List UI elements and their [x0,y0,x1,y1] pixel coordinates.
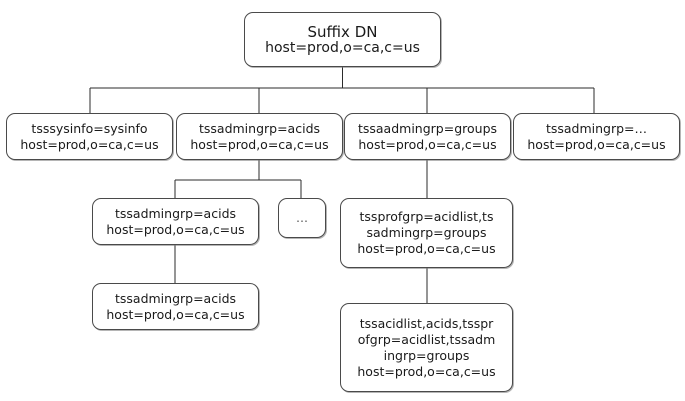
node-line-1: Suffix DN [307,22,378,41]
node-line-1: tssadmingrp=acids [198,120,321,136]
node-tssaadmingrp-groups[interactable]: tssaadmingrp=groups host=prod,o=ca,c=us [344,113,511,160]
node-line-2: host=prod,o=ca,c=us [358,136,497,152]
node-line-1: tssadmingrp=acids [114,205,237,221]
node-line-1: tssadmingrp=… [545,120,648,136]
node-tsssysinfo[interactable]: tsssysinfo=sysinfo host=prod,o=ca,c=us [6,113,173,160]
node-tssadmingrp-more[interactable]: tssadmingrp=… host=prod,o=ca,c=us [513,113,680,160]
node-line-1: tssacidlist,acids,tsspr [359,315,494,331]
node-tssprofgrp-acidlist[interactable]: tssprofgrp=acidlist,ts sadmingrp=groups … [340,198,513,268]
node-line-3: ingrp=groups [383,347,470,363]
node-line-2: sadmingrp=groups [366,225,487,240]
node-line-3: host=prod,o=ca,c=us [357,241,496,256]
node-line-2: host=prod,o=ca,c=us [106,221,245,237]
node-tssacidlist-acids[interactable]: tssacidlist,acids,tsspr ofgrp=acidlist,t… [340,303,513,392]
node-line-1: … [296,211,308,225]
node-tssadmingrp-acids[interactable]: tssadmingrp=acids host=prod,o=ca,c=us [176,113,343,160]
node-line-2: ofgrp=acidlist,tssadm [357,331,496,347]
node-line-2: host=prod,o=ca,c=us [527,136,666,152]
node-line-4: host=prod,o=ca,c=us [357,363,496,379]
node-line-1: tssprofgrp=acidlist,ts [359,209,494,224]
node-suffix-dn[interactable]: Suffix DN host=prod,o=ca,c=us [244,12,441,67]
node-line-2: host=prod,o=ca,c=us [190,136,329,152]
node-line-1: tssadmingrp=acids [114,290,237,306]
node-line-2: host=prod,o=ca,c=us [106,306,245,322]
node-line-1: tsssysinfo=sysinfo [31,120,148,136]
node-tssadmingrp-acids-child[interactable]: tssadmingrp=acids host=prod,o=ca,c=us [92,198,259,245]
node-line-1: tssaadmingrp=groups [357,120,498,136]
node-ellipsis[interactable]: … [278,198,326,238]
node-tssadmingrp-acids-grandchild[interactable]: tssadmingrp=acids host=prod,o=ca,c=us [92,283,259,330]
node-line-2: host=prod,o=ca,c=us [265,39,420,56]
node-line-2: host=prod,o=ca,c=us [20,136,159,152]
